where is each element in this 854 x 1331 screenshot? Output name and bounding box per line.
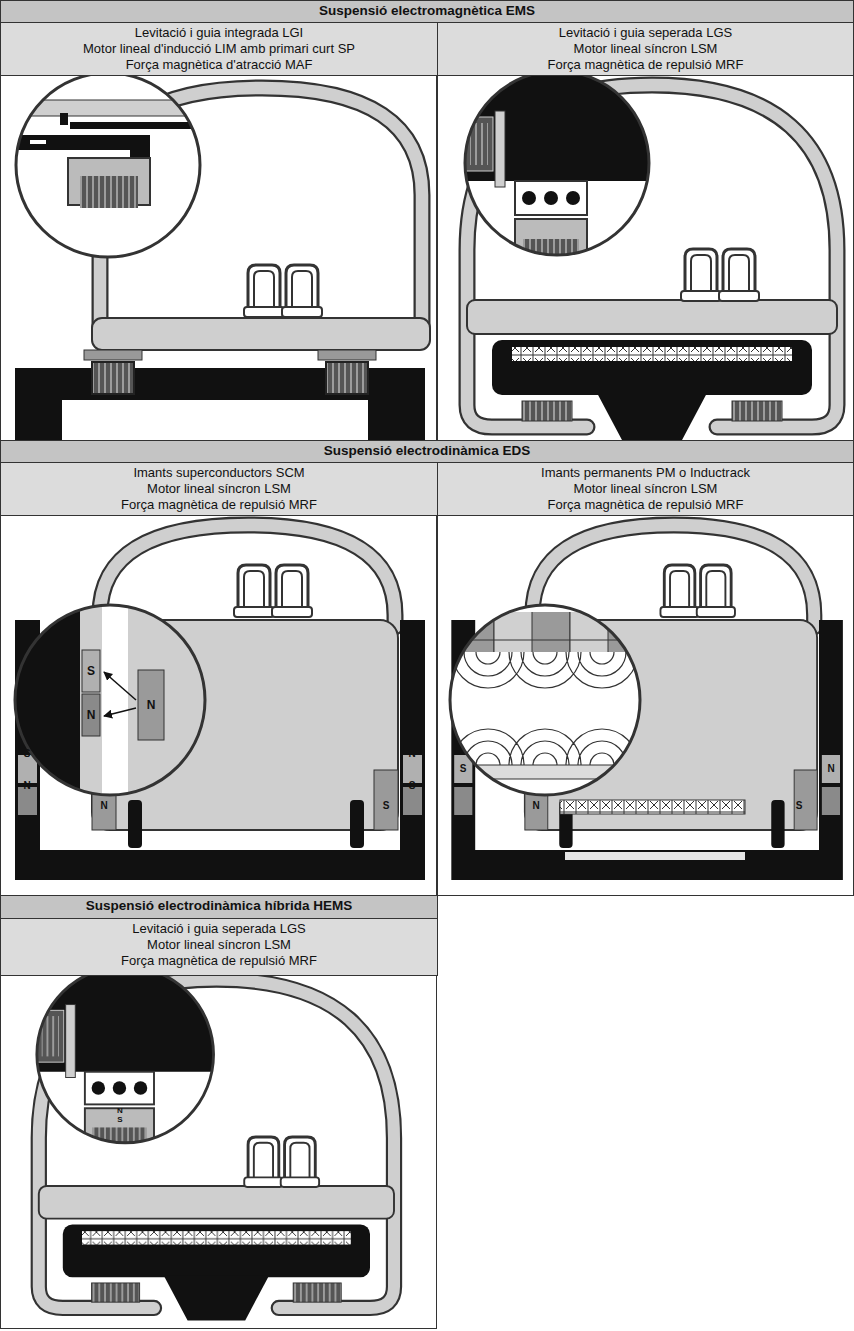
header-line: Levitació i guia seperada LGS xyxy=(438,25,853,41)
cell-header: Imants permanents PM o InductrackMotor l… xyxy=(437,462,854,516)
header-line: Motor lineal síncron LSM xyxy=(438,41,853,57)
attraction-magnet xyxy=(92,362,134,394)
inductrack-inset xyxy=(450,605,640,795)
pole-label: N xyxy=(827,764,834,774)
magnet-coil xyxy=(80,176,138,208)
pole-label: S xyxy=(409,781,416,791)
pole-label: N xyxy=(87,709,96,721)
header-line: Motor lineal síncron LSM xyxy=(1,937,437,953)
rail-slot xyxy=(30,140,46,144)
header-line: Imants superconductors SCM xyxy=(1,465,437,481)
header-line: Força magnètica d'atracció MAF xyxy=(1,57,437,73)
header-line: Levitació i guia integrada LGI xyxy=(1,25,437,41)
pole-s xyxy=(82,650,100,692)
section-band: Suspensió electrodinàmica EDS xyxy=(0,440,854,463)
header-line: Imants permanents PM o Inductrack xyxy=(438,465,853,481)
guideway-opening xyxy=(62,400,368,440)
cell-header: Levitació i guia seperada LGSMotor linea… xyxy=(0,918,438,976)
cell-header: Imants superconductors SCMMotor lineal s… xyxy=(0,462,438,516)
wall-plate xyxy=(80,600,102,800)
header-line: Força magnètica de repulsió MRF xyxy=(438,57,853,73)
inset-ring xyxy=(450,605,640,795)
header-line: Motor lineal síncron LSM xyxy=(1,481,437,497)
inductrack-track xyxy=(565,852,745,860)
vehicle-detail xyxy=(128,600,228,800)
cell-frame xyxy=(1,516,437,896)
pole-label: N xyxy=(100,801,107,811)
header-line: Força magnètica de repulsió MRF xyxy=(438,497,853,513)
superconducting-magnet xyxy=(138,670,164,740)
ems-lgi-illustration xyxy=(15,73,430,440)
pole-label: S xyxy=(383,801,390,811)
inset-ring xyxy=(15,605,205,795)
vehicle-plate xyxy=(16,100,206,116)
pole-label: S xyxy=(24,749,31,759)
section-title: Suspensió electrodinàmica híbrida HEMS xyxy=(1,896,437,916)
pole-label: S xyxy=(796,801,803,811)
cell-frame xyxy=(438,516,854,896)
detail-inset xyxy=(16,73,210,257)
vehicle-floor xyxy=(92,318,430,350)
pole-label: S xyxy=(117,1116,122,1124)
pole-label: S xyxy=(87,665,95,677)
section-band: Suspensió electromagnètica EMS xyxy=(0,0,854,23)
pole-label: N xyxy=(532,801,539,811)
pole-label: N xyxy=(23,781,30,791)
pole-n xyxy=(82,694,100,736)
header-line: Força magnètica de repulsió MRF xyxy=(1,497,437,513)
bogie-plate xyxy=(318,350,376,360)
header-line: Motor lineal síncron LSM xyxy=(438,481,853,497)
header-line: Motor lineal d'inducció LIM amb primari … xyxy=(1,41,437,57)
section-title: Suspensió electrodinàmica EDS xyxy=(1,441,853,461)
force-arrow xyxy=(104,708,136,716)
pole-label: N xyxy=(408,749,415,759)
bogie-plate xyxy=(84,350,142,360)
halbach-array xyxy=(560,800,745,814)
hems-illustration xyxy=(29,966,394,1320)
force-arrow xyxy=(104,672,136,700)
field-lines xyxy=(452,652,638,765)
cell-header: Levitació i guia seperada LGSMotor linea… xyxy=(437,22,854,76)
scm-inset xyxy=(10,600,228,800)
pole-label: N xyxy=(117,1107,123,1115)
ems-lgs-illustration xyxy=(457,71,837,440)
header-line: Força magnètica de repulsió MRF xyxy=(1,953,437,969)
header-line: Levitació i guia seperada LGS xyxy=(1,921,437,937)
attraction-magnet xyxy=(326,362,368,394)
section-band: Suspensió electrodinàmica híbrida HEMS xyxy=(0,895,438,919)
cell-header: Levitació i guia integrada LGIMotor line… xyxy=(0,22,438,76)
inset-ring xyxy=(16,73,200,257)
lim-mount xyxy=(60,113,68,125)
pole-label: S xyxy=(460,764,467,774)
section-title: Suspensió electromagnètica EMS xyxy=(1,1,853,21)
inset-background xyxy=(450,605,640,795)
seats xyxy=(244,265,322,317)
pole-label: N xyxy=(147,699,156,711)
